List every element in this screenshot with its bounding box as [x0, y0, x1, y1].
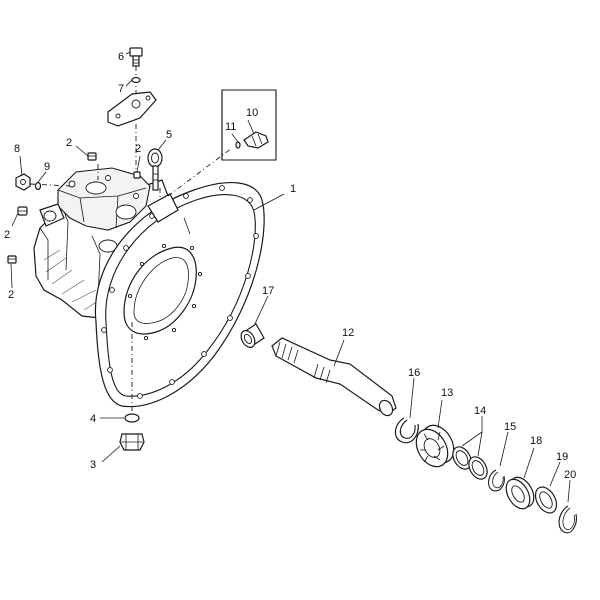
pump-body	[33, 167, 169, 319]
callout-11: 11	[225, 121, 236, 133]
fitting-part-10	[243, 131, 269, 149]
callout-7: 7	[118, 83, 124, 95]
fitting-part-8	[15, 173, 31, 191]
leader-lines	[10, 51, 571, 503]
sleeve-part-17	[240, 323, 265, 348]
detail-bracket	[221, 89, 277, 161]
callout-20: 20	[564, 469, 576, 481]
bearing-part-18	[505, 476, 535, 510]
bearing-part-13	[415, 424, 455, 468]
callout-19: 19	[556, 451, 568, 463]
o-ring-part-4	[124, 413, 140, 423]
ring-part-14b	[468, 456, 488, 480]
callout-12: 12	[342, 327, 354, 339]
callout-2-mid: 2	[135, 143, 141, 155]
o-ring-part-7	[131, 76, 141, 84]
callout-17: 17	[262, 285, 274, 297]
callout-4: 4	[90, 413, 96, 425]
bolt-part-6	[129, 47, 143, 67]
o-ring-part-9	[34, 181, 42, 191]
flange-housing	[94, 181, 265, 408]
shaft-part-12	[271, 337, 397, 417]
snap-ring-part-15	[487, 469, 505, 492]
callout-3: 3	[90, 459, 96, 471]
callout-labels: 1 2 2 2 2 3 4 5 6 7 8 9 10 11 12 13 14 1…	[4, 51, 576, 481]
plug-part-2-mid	[133, 171, 141, 179]
callout-1: 1	[290, 183, 296, 195]
callout-2-top: 2	[66, 137, 72, 149]
callout-9: 9	[44, 161, 50, 173]
callout-15: 15	[504, 421, 516, 433]
drain-plug-part-3	[119, 433, 145, 451]
callout-6: 6	[118, 51, 124, 63]
callout-13: 13	[441, 387, 453, 399]
snap-ring-part-16	[394, 417, 419, 444]
cover-plate	[107, 91, 157, 127]
ring-part-14a	[452, 446, 472, 470]
callout-8: 8	[14, 143, 20, 155]
plug-part-2-top	[87, 152, 97, 161]
callout-2-left: 2	[4, 229, 10, 241]
plug-part-2-bottom	[7, 255, 17, 264]
callout-18: 18	[530, 435, 542, 447]
ring-part-19	[534, 486, 558, 514]
eye-bolt-part-5	[147, 148, 163, 191]
callout-16: 16	[408, 367, 420, 379]
plug-part-2-left	[17, 206, 28, 216]
callout-2-bottom: 2	[8, 289, 14, 301]
o-ring-part-11	[235, 141, 241, 149]
callout-5: 5	[166, 129, 172, 141]
callout-14: 14	[474, 405, 486, 417]
callout-10: 10	[246, 107, 258, 119]
snap-ring-part-20	[558, 505, 577, 534]
